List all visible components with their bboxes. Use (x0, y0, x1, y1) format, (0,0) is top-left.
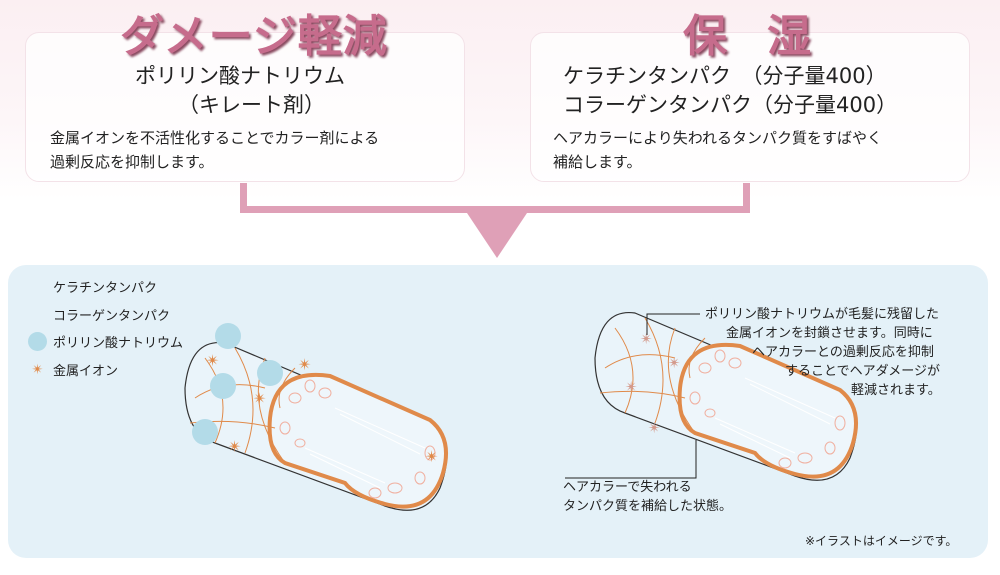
legend-label: コラーゲンタンパク (53, 309, 171, 324)
legend-collagen: コラーゲンタンパク (28, 305, 170, 324)
moisture-heading-1: ケラチンタンパク （分子量400） (563, 64, 887, 88)
legend-keratin: ケラチンタンパク (28, 277, 157, 296)
svg-text:✴: ✴ (298, 355, 311, 374)
callout-bottom-1: ヘアカラーで失われる (563, 480, 692, 495)
legend-polyphosphate: ポリリン酸ナトリウム (28, 332, 183, 351)
damage-title: ダメージ軽減 (120, 11, 388, 62)
callout-top-1: ポリリン酸ナトリウムが毛髪に残留した (705, 307, 940, 322)
svg-text:✴: ✴ (253, 389, 266, 408)
damage-card (25, 32, 465, 182)
svg-text:✴: ✴ (625, 378, 638, 396)
damage-desc-2: 過剰反応を抑制します。 (50, 153, 214, 171)
legend-metal-ion: ✴ 金属イオン (28, 360, 119, 380)
down-arrow-icon (465, 210, 529, 258)
callout-top-3: ヘアカラーとの過剰反応を抑制 (752, 345, 934, 360)
spark-icon: ✴ (31, 361, 44, 378)
hair-before (183, 340, 449, 513)
connector-bracket (240, 183, 750, 213)
damage-heading-1: ポリリン酸ナトリウム (135, 64, 345, 88)
sealed-ions: ✴ ✴ ✴ ✴ (625, 330, 681, 437)
callout-lines (565, 313, 700, 479)
damage-heading-2: （キレート剤） (178, 93, 325, 117)
svg-text:✴: ✴ (668, 354, 681, 372)
moisture-heading-2: コラーゲンタンパク（分子量400） (563, 93, 898, 117)
svg-text:✴: ✴ (640, 330, 653, 348)
callout-top-5: 軽減されます。 (851, 383, 941, 398)
legend-label: ポリリン酸ナトリウム (53, 336, 184, 351)
polyphosphate-beads (192, 323, 283, 445)
callout-top-2: 金属イオンを封鎖させます。同時に (726, 326, 933, 341)
legend-label: 金属イオン (53, 364, 119, 379)
svg-text:✴: ✴ (228, 437, 241, 456)
moisture-card (530, 32, 970, 182)
callout-top-4: することでヘアダメージが (785, 364, 940, 379)
svg-text:✴: ✴ (206, 351, 219, 370)
bead-icon (28, 332, 47, 351)
svg-text:✴: ✴ (648, 419, 661, 437)
metal-ions: ✴ ✴ ✴ ✴ ✴ (206, 351, 438, 466)
svg-text:✴: ✴ (425, 447, 438, 466)
callout-bottom-2: タンパク質を補給した状態。 (563, 499, 733, 514)
damage-desc-1: 金属イオンを不活性化することでカラー剤による (50, 129, 380, 147)
moisture-title: 保湿 (683, 11, 851, 62)
moisture-desc-2: 補給します。 (553, 153, 642, 171)
legend-label: ケラチンタンパク (53, 281, 158, 296)
moisture-desc-1: ヘアカラーにより失われるタンパク質をすばやく (553, 129, 882, 147)
footnote: ※イラストはイメージです。 (805, 534, 958, 548)
